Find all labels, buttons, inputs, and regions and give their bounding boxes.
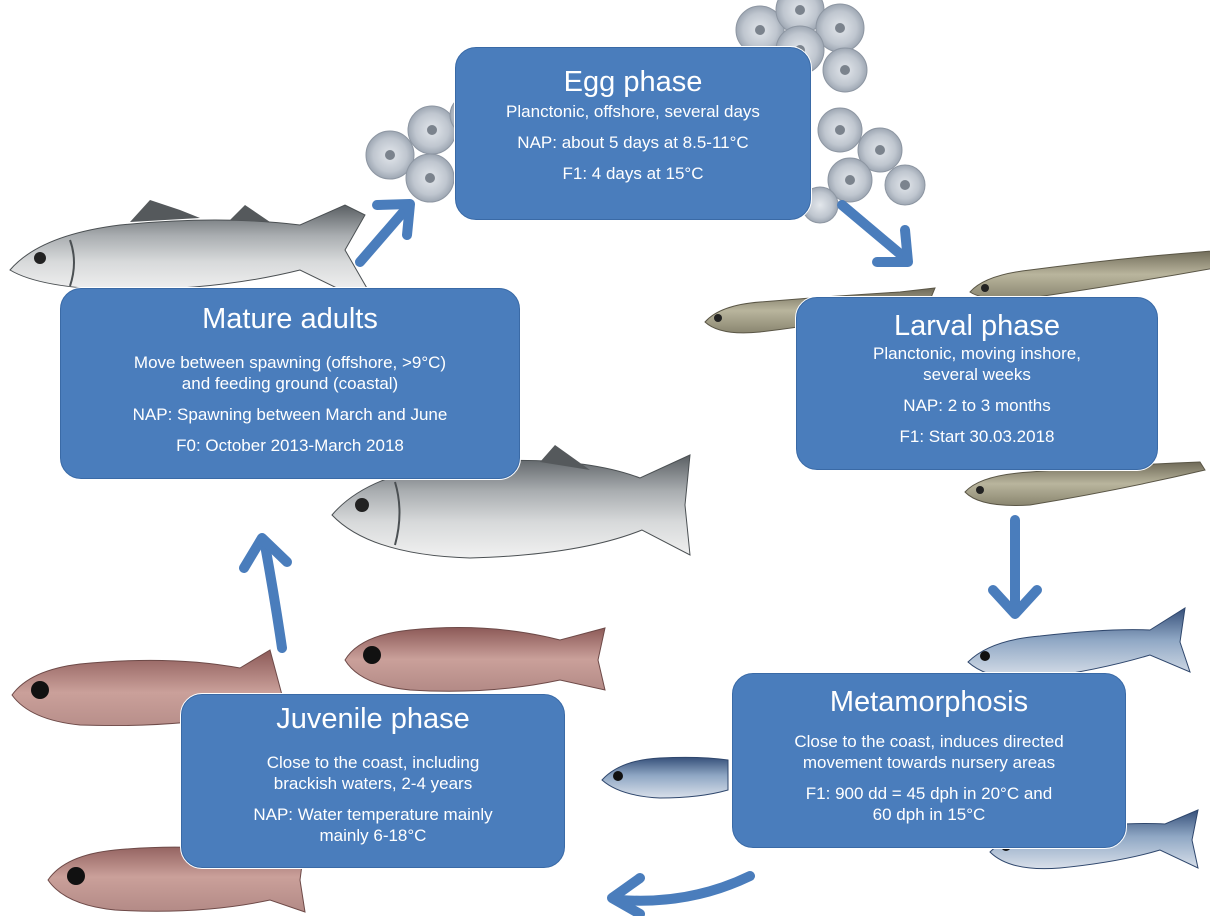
juvenile-phase-desc-2: brackish waters, 2-4 years bbox=[181, 773, 565, 794]
mature-adults-nap: NAP: Spawning between March and June bbox=[60, 404, 520, 425]
larval-phase-title: Larval phase bbox=[796, 309, 1158, 343]
egg-phase-box: Egg phase Planctonic, offshore, several … bbox=[454, 46, 812, 221]
larval-phase-nap: NAP: 2 to 3 months bbox=[796, 395, 1158, 416]
larval-phase-desc-2: several weeks bbox=[796, 364, 1158, 385]
juvenile-phase-nap-2: mainly 6-18°C bbox=[181, 825, 565, 846]
juvenile-phase-title: Juvenile phase bbox=[181, 702, 565, 736]
egg-phase-f1: F1: 4 days at 15°C bbox=[455, 163, 811, 184]
metamorphosis-desc-2: movement towards nursery areas bbox=[732, 752, 1126, 773]
metamorphosis-box: Metamorphosis Close to the coast, induce… bbox=[731, 672, 1127, 849]
egg-phase-title: Egg phase bbox=[455, 65, 811, 99]
metamorphosis-title: Metamorphosis bbox=[732, 685, 1126, 719]
adult-fish-icon bbox=[10, 200, 368, 292]
larval-phase-box: Larval phase Planctonic, moving inshore,… bbox=[795, 296, 1159, 471]
juvenile-phase-nap-1: NAP: Water temperature mainly bbox=[181, 804, 565, 825]
mature-adults-desc-1: Move between spawning (offshore, >9°C) bbox=[60, 352, 520, 373]
larval-phase-desc-1: Planctonic, moving inshore, bbox=[796, 343, 1158, 364]
mature-adults-f0: F0: October 2013-March 2018 bbox=[60, 435, 520, 456]
metamorphosis-f1-2: 60 dph in 15°C bbox=[732, 804, 1126, 825]
egg-phase-nap: NAP: about 5 days at 8.5-11°C bbox=[455, 132, 811, 153]
juvenile-phase-desc-1: Close to the coast, including bbox=[181, 752, 565, 773]
egg-phase-desc: Planctonic, offshore, several days bbox=[455, 101, 811, 122]
larval-phase-f1: F1: Start 30.03.2018 bbox=[796, 426, 1158, 447]
metamorphosis-f1-1: F1: 900 dd = 45 dph in 20°C and bbox=[732, 783, 1126, 804]
mature-adults-desc-2: and feeding ground (coastal) bbox=[60, 373, 520, 394]
mature-adults-title: Mature adults bbox=[60, 302, 520, 336]
mature-adults-box: Mature adults Move between spawning (off… bbox=[59, 287, 521, 480]
metamorphosis-desc-1: Close to the coast, induces directed bbox=[732, 731, 1126, 752]
juvenile-phase-box: Juvenile phase Close to the coast, inclu… bbox=[180, 693, 566, 869]
